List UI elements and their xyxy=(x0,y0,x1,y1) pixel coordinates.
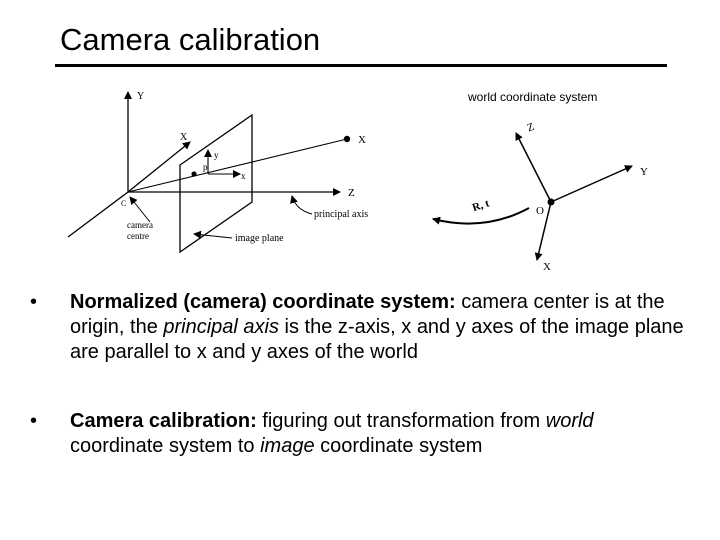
world-system-label: world coordinate system xyxy=(467,90,597,104)
camera-centre-label: camera centre xyxy=(127,220,155,241)
camera-y-label: Y xyxy=(137,91,144,102)
bullet-text-segment: figuring out transformation from xyxy=(256,410,546,432)
bullet-italic-term: image xyxy=(260,435,315,457)
bullet-text-segment: camera center is at the origin, the xyxy=(70,291,665,338)
bullet-text: Camera calibration: figuring out transfo… xyxy=(70,410,594,457)
projection-ray xyxy=(127,138,348,193)
bullet-text-segment: coordinate system to xyxy=(70,435,261,457)
camera-diagram: Y X X y x p C Z camera centre principal … xyxy=(67,90,648,273)
bullet-dot: • xyxy=(30,410,38,432)
world-x-label: X xyxy=(543,261,551,273)
camera-c-label: C xyxy=(121,199,126,208)
camera-centre-arrow xyxy=(129,196,151,223)
slide-title: Camera calibration xyxy=(60,22,321,57)
world-y-label: Y xyxy=(640,166,648,178)
principal-axis-label: principal axis xyxy=(314,209,368,220)
bullet-text: Normalized (camera) coordinate system: c… xyxy=(70,291,684,363)
world-origin xyxy=(547,198,555,206)
world-point-label: X xyxy=(358,134,366,146)
world-z-axis xyxy=(515,132,552,203)
camera-back-ray xyxy=(67,191,129,238)
camera-x-axis xyxy=(127,141,191,193)
image-plane xyxy=(179,113,253,254)
title-underline xyxy=(55,64,667,67)
z-axis-label: Z xyxy=(348,187,355,199)
world-x-axis xyxy=(534,201,552,261)
image-x-label: x xyxy=(241,171,246,181)
bullet-italic-term: world xyxy=(545,410,594,432)
bullet-list: • Normalized (camera) coordinate system:… xyxy=(30,290,690,459)
bullet-item-calibration: • Camera calibration: figuring out trans… xyxy=(30,409,690,459)
image-plane-label: image plane xyxy=(235,233,284,244)
image-plane-arrow xyxy=(193,230,233,239)
world-y-axis xyxy=(550,165,633,203)
image-y-label: y xyxy=(214,150,219,160)
transform-arrow xyxy=(432,207,530,225)
world-o-label: O xyxy=(536,205,544,217)
camera-x-label: X xyxy=(180,132,188,143)
bullet-italic-term: principal axis xyxy=(163,316,279,338)
bullet-text-segment: is the z-axis, x and y axes of the image… xyxy=(70,316,684,363)
world-point xyxy=(343,135,351,143)
transform-label: R, t xyxy=(471,197,491,214)
world-z-label: Z xyxy=(526,121,537,135)
principal-axis-arrow xyxy=(290,195,313,215)
bullet-item-normalized: • Normalized (camera) coordinate system:… xyxy=(30,290,690,365)
bullet-bold-lead: Normalized (camera) coordinate system: xyxy=(70,291,456,313)
image-point-label: p xyxy=(203,162,208,172)
bullet-bold-lead: Camera calibration: xyxy=(70,410,257,432)
bullet-dot: • xyxy=(30,291,38,313)
image-point xyxy=(191,171,197,177)
bullet-text-segment: coordinate system xyxy=(314,435,483,457)
